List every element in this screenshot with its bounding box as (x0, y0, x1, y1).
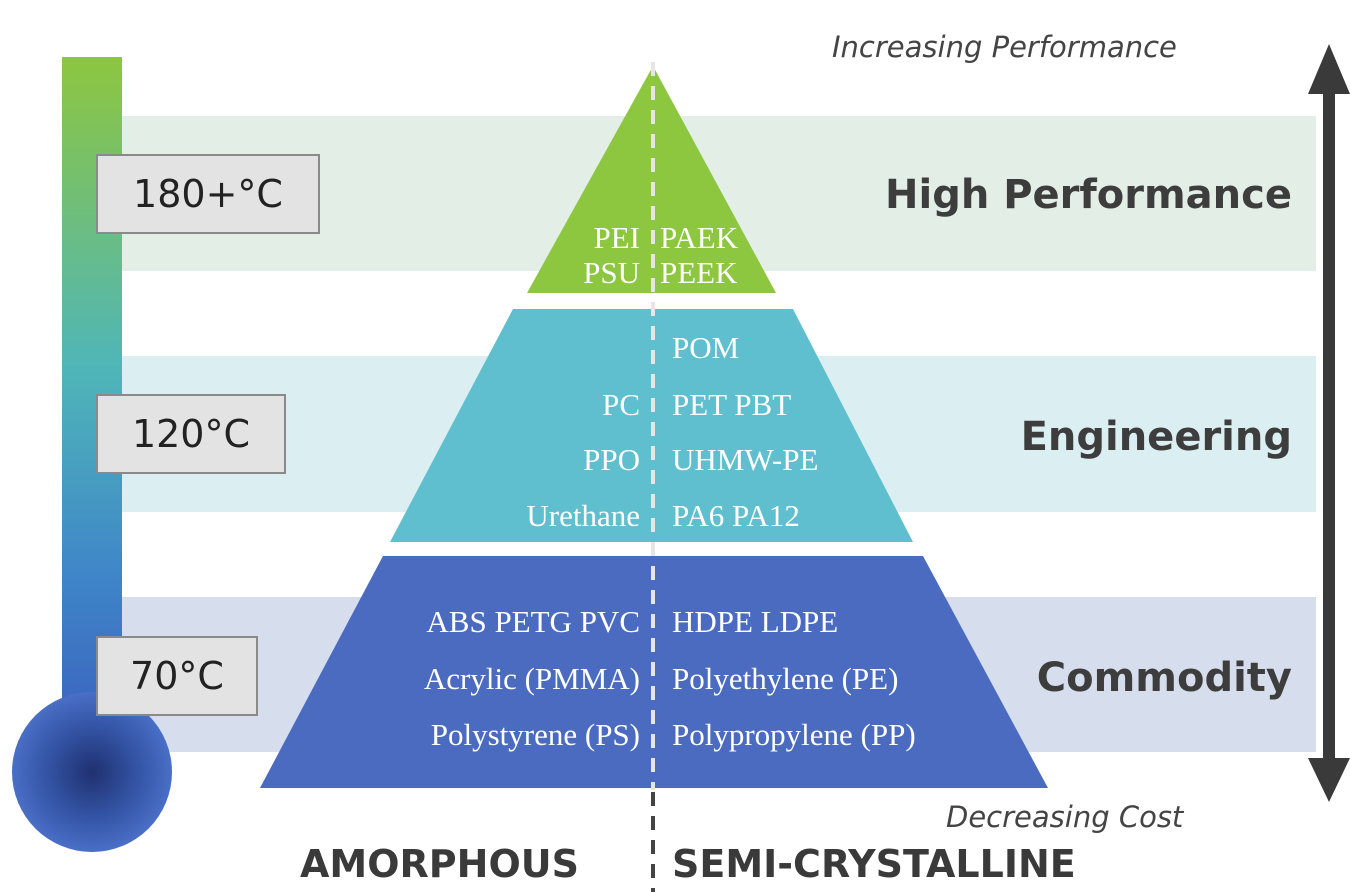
material-pei: PEI (593, 220, 641, 255)
material-psu: PSU (583, 255, 640, 290)
material-polyethylene: Polyethylene (PE) (672, 661, 899, 696)
amorphous-label: AMORPHOUS (300, 842, 579, 886)
temperature-120-box: 120°C (96, 394, 286, 474)
material-abs-petg-pvc: ABS PETG PVC (426, 604, 640, 639)
double-arrow-icon (1308, 44, 1350, 802)
temperature-180-box: 180+°C (96, 154, 320, 234)
tier-high-performance-shape (527, 66, 776, 293)
material-polystyrene: Polystyrene (PS) (430, 717, 640, 752)
material-pom: POM (672, 330, 740, 365)
material-urethane: Urethane (526, 498, 640, 533)
material-hdpe-ldpe: HDPE LDPE (672, 604, 839, 639)
temperature-70-box: 70°C (96, 636, 258, 716)
material-pet-pbt: PET PBT (672, 387, 792, 422)
tier-label-commodity: Commodity (1036, 655, 1292, 701)
tier-label-high-performance: High Performance (885, 172, 1292, 218)
material-paek: PAEK (660, 220, 739, 255)
material-polypropylene: Polypropylene (PP) (672, 717, 916, 752)
material-pa6-pa12: PA6 PA12 (672, 498, 800, 533)
material-ppo: PPO (583, 442, 640, 477)
semi-crystalline-label: SEMI-CRYSTALLINE (672, 842, 1076, 886)
decreasing-cost-note: Decreasing Cost (946, 800, 1184, 834)
increasing-performance-note: Increasing Performance (832, 30, 1177, 64)
material-acrylic: Acrylic (PMMA) (423, 661, 640, 696)
material-uhmw-pe: UHMW-PE (672, 442, 819, 477)
tier-label-engineering: Engineering (1020, 414, 1292, 460)
material-pc: PC (602, 387, 640, 422)
material-peek: PEEK (660, 255, 738, 290)
